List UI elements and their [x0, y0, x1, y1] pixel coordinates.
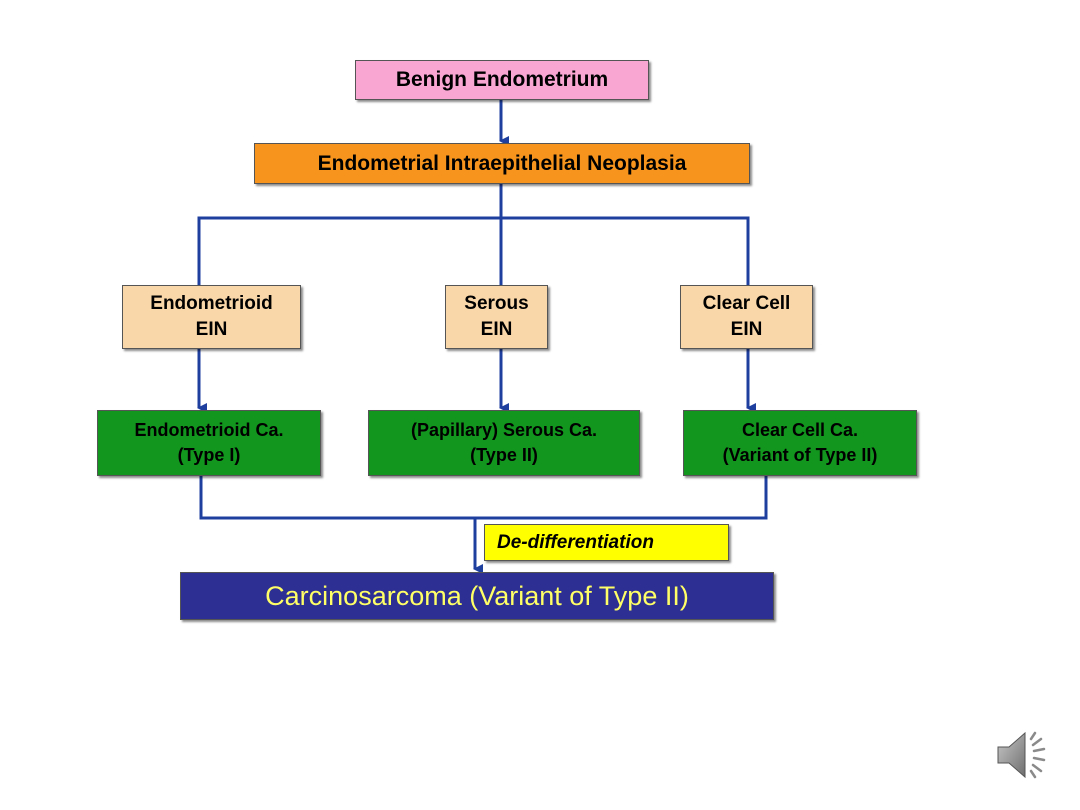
- node-label: Serous EIN: [464, 293, 529, 340]
- node-clear-cell-ein: Clear Cell EIN: [680, 285, 813, 349]
- node-serous-ein: Serous EIN: [445, 285, 548, 349]
- node-endometrioid-carcinoma: Endometrioid Ca. (Type I): [97, 410, 321, 476]
- dedifferentiation-label: De-differentiation: [484, 524, 729, 561]
- node-endometrioid-ein: Endometrioid EIN: [122, 285, 301, 349]
- node-label: (Papillary) Serous Ca. (Type II): [410, 420, 598, 465]
- merge-lines: [199, 476, 768, 520]
- speaker-icon[interactable]: [995, 727, 1055, 783]
- node-label: Clear Cell Ca. (Variant of Type II): [722, 420, 878, 465]
- node-clear-cell-carcinoma: Clear Cell Ca. (Variant of Type II): [683, 410, 917, 476]
- node-endometrial-intraepithelial-neoplasia: Endometrial Intraepithelial Neoplasia: [254, 143, 750, 184]
- node-benign-endometrium: Benign Endometrium: [355, 60, 649, 100]
- branch-lines: [197, 184, 750, 285]
- node-serous-carcinoma: (Papillary) Serous Ca. (Type II): [368, 410, 640, 476]
- node-label: Endometrial Intraepithelial Neoplasia: [317, 151, 687, 175]
- node-label: Carcinosarcoma (Variant of Type II): [265, 580, 689, 611]
- node-carcinosarcoma: Carcinosarcoma (Variant of Type II): [180, 572, 774, 620]
- node-label: Clear Cell EIN: [702, 293, 791, 340]
- node-label: Benign Endometrium: [395, 68, 609, 91]
- edge-label: De-differentiation: [497, 531, 654, 553]
- node-label: Endometrioid Ca. (Type I): [134, 420, 284, 465]
- node-label: Endometrioid EIN: [150, 293, 273, 340]
